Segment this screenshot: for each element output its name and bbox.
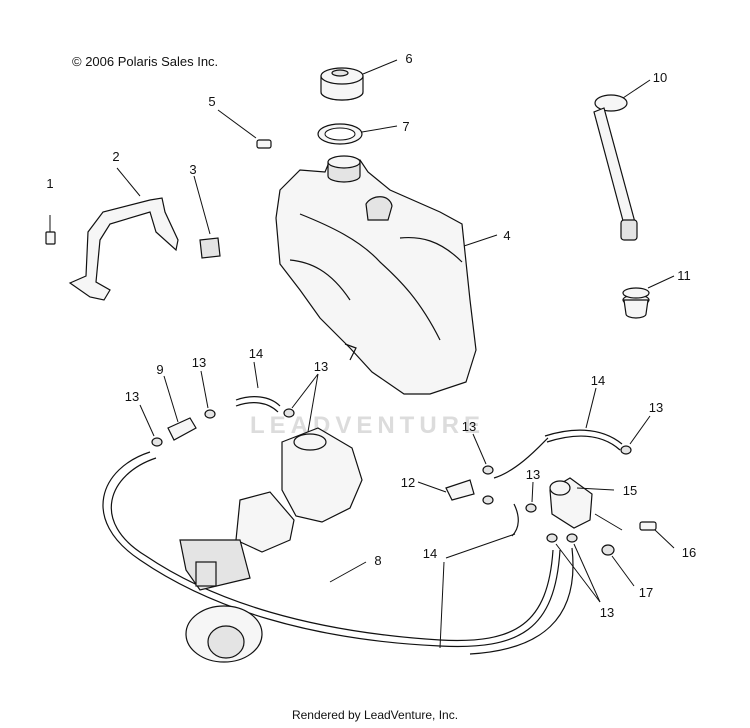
callout-13-clamp: 13 <box>526 467 540 482</box>
callout-4-fuel-tank: 4 <box>503 228 510 243</box>
callout-13-clamp: 13 <box>314 359 328 374</box>
callout-2-bracket: 2 <box>112 149 119 164</box>
part-throttle-body <box>179 427 363 663</box>
part-fitting <box>217 109 272 149</box>
callout-13-clamp: 13 <box>649 400 663 415</box>
callout-13-clamp: 13 <box>600 605 614 620</box>
callout-16-screw: 16 <box>682 545 696 560</box>
callout-1-bolt: 1 <box>46 176 53 191</box>
part-hose <box>102 451 574 655</box>
part-screw <box>639 521 675 549</box>
part-filter <box>163 375 197 441</box>
callout-6-fuel-cap: 6 <box>405 51 412 66</box>
callout-13-clamp: 13 <box>125 389 139 404</box>
part-pad <box>193 175 221 259</box>
callout-5-fitting: 5 <box>208 94 215 109</box>
part-nut <box>601 544 635 587</box>
callout-11-grommet: 11 <box>677 268 691 283</box>
part-fuel-gauge-sender <box>593 79 651 241</box>
callout-13-clamp: 13 <box>462 419 476 434</box>
callout-17-nut: 17 <box>639 585 653 600</box>
part-fuel-cap <box>320 59 398 101</box>
part-bolt <box>45 215 56 245</box>
callout-10-fuel-gauge-sender: 10 <box>653 70 667 85</box>
part-grommet <box>622 275 675 319</box>
callout-3-pad: 3 <box>189 162 196 177</box>
copyright-notice: © 2006 Polaris Sales Inc. <box>72 54 219 69</box>
part-fuel-lines <box>235 361 623 649</box>
callout-14-fuel-line: 14 <box>591 373 605 388</box>
callout-12-tee-fitting: 12 <box>401 475 415 490</box>
part-bracket <box>68 167 179 301</box>
part-fuel-pump <box>549 477 623 531</box>
part-gasket <box>317 123 398 145</box>
callout-13-clamp: 13 <box>192 355 206 370</box>
callout-9-filter: 9 <box>156 362 163 377</box>
callout-15-fuel-pump: 15 <box>623 483 637 498</box>
callout-7-gasket: 7 <box>402 119 409 134</box>
callout-14-fuel-line: 14 <box>423 546 437 561</box>
part-fuel-tank <box>275 155 498 395</box>
callout-8-hose: 8 <box>374 553 381 568</box>
callout-14-fuel-line: 14 <box>249 346 263 361</box>
part-tee-fitting <box>417 479 475 501</box>
footer-credit: Rendered by LeadVenture, Inc. <box>291 708 459 722</box>
